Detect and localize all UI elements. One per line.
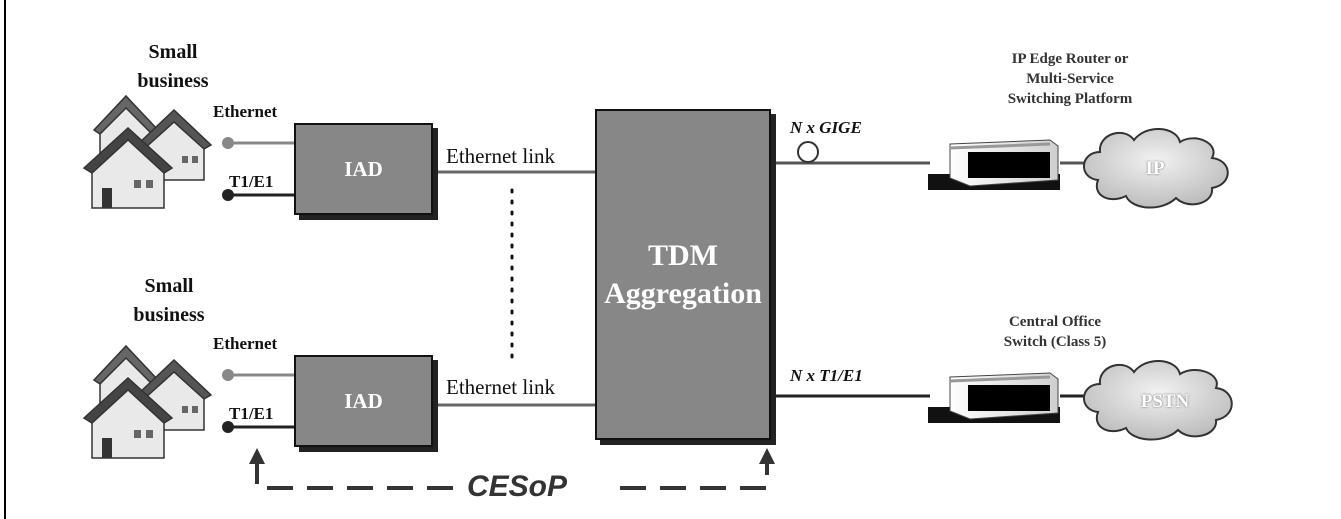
tdm-aggregation: TDM Aggregation [595, 109, 771, 440]
ethernet-link-label-bottom: Ethernet link [446, 375, 556, 399]
cesop-label: CESoP [467, 470, 568, 503]
co-switch-label-line1: Central Office [1008, 314, 1102, 330]
iad-top-label: IAD [344, 156, 383, 181]
router-icon [928, 139, 1060, 190]
site-top-title-line2: business [137, 70, 209, 92]
pstn-cloud-label: PSTN [1140, 391, 1190, 412]
ip-cloud-label: IP [1145, 158, 1165, 179]
site-bottom-title-line2: business [133, 304, 205, 326]
access-lines-bottom [222, 369, 296, 433]
co-switch-label: Central Office Switch (Class 5) [980, 312, 1130, 352]
iad-bottom-label: IAD [344, 388, 383, 413]
cloud-icon [1083, 359, 1233, 441]
arrow-up-icon [249, 448, 265, 464]
arrow-up-icon [759, 448, 775, 464]
ethernet-label-top: Ethernet [213, 102, 278, 121]
router-label-line1: IP Edge Router or [1011, 51, 1129, 67]
iad-bottom: IAD [294, 355, 433, 447]
router-label: IP Edge Router or Multi-Service Switchin… [990, 49, 1150, 109]
router-label-line2: Multi-Service [1026, 71, 1114, 87]
ethernet-link-label-top: Ethernet link [446, 144, 556, 168]
access-lines-top [222, 137, 296, 201]
cloud-icon [1083, 127, 1229, 209]
houses-icon [82, 94, 213, 209]
iad-top: IAD [294, 123, 433, 215]
co-switch-label-line2: Switch (Class 5) [1003, 334, 1107, 350]
site-bottom-title-line1: Small [144, 275, 194, 297]
gige-port-icon [797, 141, 819, 163]
t1e1-label-top: T1/E1 [229, 172, 274, 191]
site-bottom-title: Small business [124, 272, 214, 330]
t1e1-label-bottom: T1/E1 [229, 404, 274, 423]
t1e1-uplink-label: N x T1/E1 [790, 366, 863, 385]
site-top-title-line1: Small [148, 41, 198, 63]
tdm-aggregation-line1: TDM [648, 238, 718, 272]
houses-icon [82, 344, 213, 459]
gige-uplink-label: N x GIGE [790, 118, 862, 137]
switch-icon [928, 372, 1060, 423]
tdm-aggregation-line2: Aggregation [604, 276, 762, 310]
cesop-bracket [249, 448, 775, 490]
router-label-line3: Switching Platform [1007, 91, 1133, 107]
ethernet-label-bottom: Ethernet [213, 334, 278, 353]
site-top-title: Small business [128, 38, 218, 96]
